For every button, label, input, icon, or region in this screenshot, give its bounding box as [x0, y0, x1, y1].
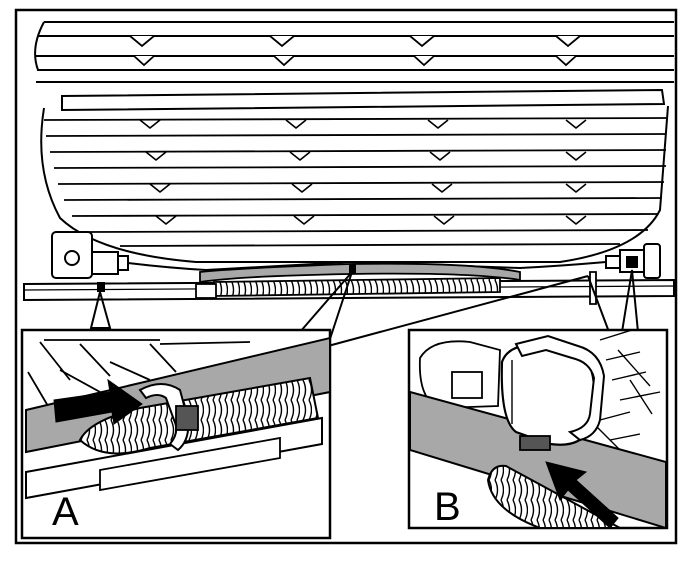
upper-grille-clips [129, 35, 581, 67]
arrow-a [53, 378, 143, 425]
lower-grille-clips [139, 119, 587, 226]
lower-grille-body [40, 105, 669, 263]
lower-grille-slats [43, 117, 667, 247]
wire-harness [127, 260, 607, 299]
callout-label-b: B [434, 485, 461, 529]
arrow-b [545, 461, 619, 527]
clip-marker-left [97, 282, 105, 292]
inset-b [407, 328, 669, 530]
bumper-top-bar [61, 88, 666, 112]
callout-label-a: A [52, 490, 79, 534]
inset-a [20, 328, 332, 540]
clip-marker-center [349, 264, 356, 274]
left-sensor [51, 231, 129, 279]
